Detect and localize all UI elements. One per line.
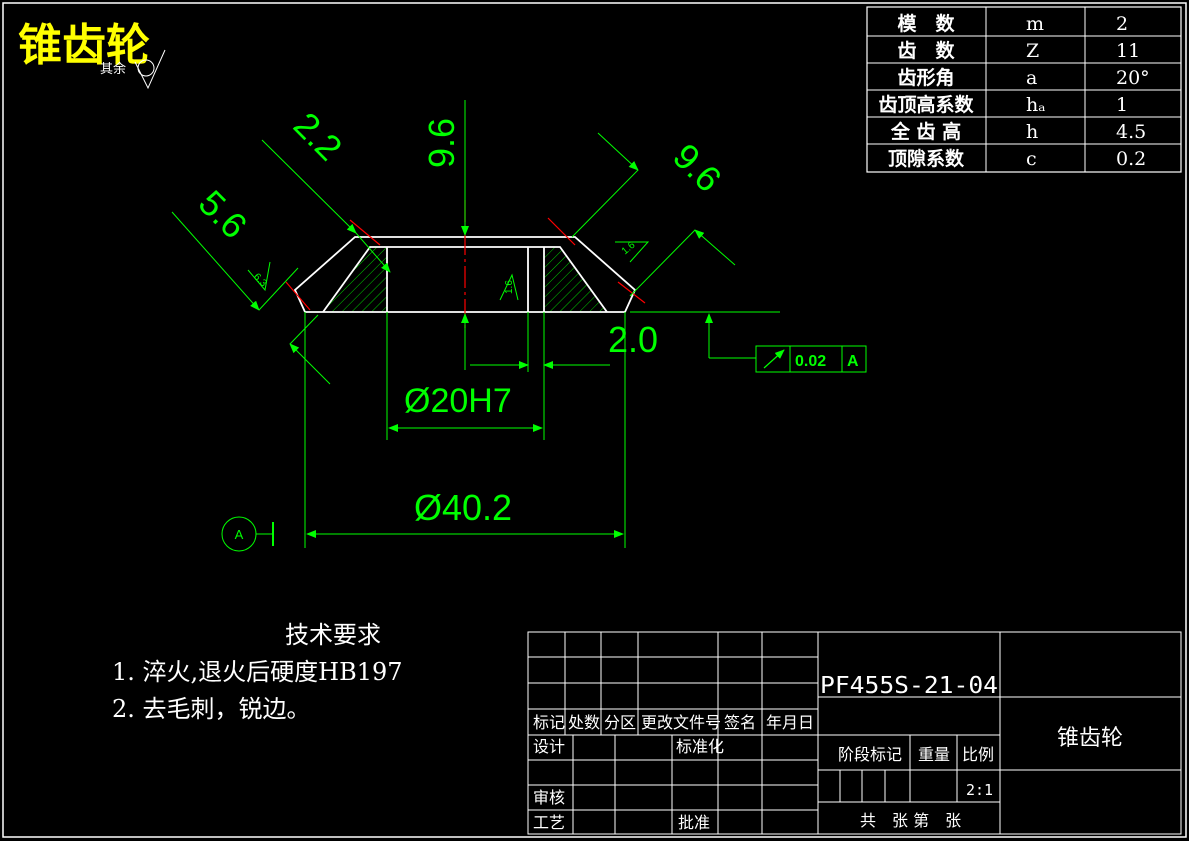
param-symbol: Z	[1026, 40, 1039, 62]
param-name: 齿 数	[897, 39, 955, 62]
datum-symbol: A	[221, 516, 274, 552]
surface-roughness-symbol	[134, 49, 166, 90]
tb-part-name: 锥齿轮	[1057, 726, 1123, 751]
roughness-marks	[247, 241, 650, 301]
tb-header-date: 年月日	[766, 713, 814, 732]
tolerance-value: 0.02	[795, 353, 826, 370]
tb-design: 设计	[533, 737, 565, 756]
drawing-title: 锥齿轮	[18, 20, 150, 71]
tb-header-sign: 签名	[724, 713, 756, 732]
param-value: 20°	[1116, 67, 1150, 89]
tb-standard: 标准化	[676, 737, 724, 756]
tb-sheet: 共 张 第 张	[860, 811, 961, 830]
tb-review: 审核	[533, 788, 565, 807]
param-symbol: h	[1026, 121, 1038, 143]
dim-9-6-right: 9.6	[665, 135, 729, 199]
tb-drawing-number: PF455S-21-04	[820, 673, 998, 699]
dim-2-0: 2.0	[608, 319, 658, 360]
param-symbol: m	[1026, 13, 1044, 35]
gear-parameter-table: 模 数 齿 数 齿形角 齿顶高系数 全 齿 高 顶隙系数 m Z a hₐ h …	[866, 6, 1182, 173]
tb-stage: 阶段标记	[838, 745, 902, 764]
roughness-bore: 1.6	[504, 280, 515, 294]
title-block: 标记 处数 分区 更改文件号 签名 年月日 设计 标准化 审核 工艺 批准 阶段…	[527, 631, 1182, 835]
tb-process: 工艺	[533, 813, 565, 832]
param-symbol: hₐ	[1026, 94, 1046, 116]
datum-label: A	[235, 527, 244, 542]
param-name: 模 数	[897, 12, 955, 35]
dim-outer-diameter: Ø40.2	[414, 487, 512, 528]
param-value: 11	[1116, 40, 1140, 62]
roughness-left: 6.3	[251, 272, 269, 290]
param-symbol: c	[1026, 148, 1037, 170]
runout-tolerance-frame: 0.02 A	[755, 345, 867, 373]
param-name: 顶隙系数	[888, 147, 965, 170]
dimension-lines	[171, 100, 780, 548]
dim-bore-diameter: Ø20H7	[404, 382, 512, 420]
tb-approve: 批准	[678, 813, 710, 832]
tolerance-datum: A	[847, 353, 859, 370]
param-name: 齿顶高系数	[878, 93, 974, 116]
param-value: 4.5	[1116, 121, 1146, 143]
param-name: 齿形角	[897, 66, 954, 89]
tb-header-mark: 标记	[533, 713, 565, 732]
param-name: 全 齿 高	[890, 120, 961, 143]
surface-note: 其余	[100, 61, 126, 77]
runout-arrow-icon	[763, 349, 785, 369]
tech-item: 1. 淬火,退火后硬度HB197	[112, 658, 403, 686]
tb-header-count: 处数	[568, 713, 600, 732]
tech-item: 2. 去毛刺，锐边。	[112, 695, 311, 723]
tb-weight: 重量	[918, 745, 950, 764]
tb-scale: 2:1	[966, 781, 993, 799]
param-value: 0.2	[1116, 148, 1146, 170]
tb-header-doc: 更改文件号	[641, 713, 721, 732]
dim-9-6-vertical: 9.6	[421, 118, 462, 168]
param-value: 2	[1116, 13, 1128, 35]
dim-5-6: 5.6	[191, 182, 255, 246]
tb-header-zone: 分区	[604, 713, 636, 732]
param-symbol: a	[1026, 67, 1037, 89]
tech-heading: 技术要求	[285, 621, 381, 649]
dim-2-2: 2.2	[286, 104, 350, 168]
param-value: 1	[1116, 94, 1128, 116]
tb-scale-label: 比例	[962, 745, 994, 764]
technical-requirements: 技术要求 1. 淬火,退火后硬度HB197 2. 去毛刺，锐边。	[112, 621, 403, 723]
